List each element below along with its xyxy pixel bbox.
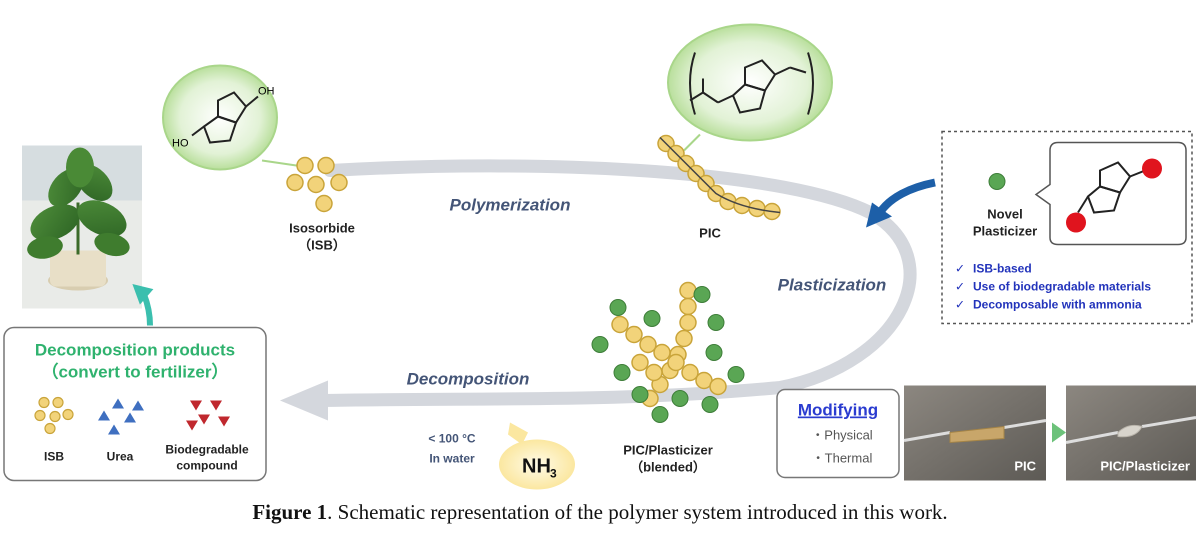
pic-photo: PIC <box>903 385 1047 481</box>
check-icon: ✓ <box>955 298 965 312</box>
decomposition-products-box: Decomposition products （convert to ferti… <box>3 326 267 482</box>
product-biodegradable-label-1: Biodegradable <box>165 443 249 457</box>
polymerization-label: Polymerization <box>450 196 571 215</box>
isb-abbrev-label: （ISB） <box>298 238 346 253</box>
check-icon: ✓ <box>955 280 965 294</box>
products-title-1: Decomposition products <box>35 341 235 360</box>
plasticizer-title-2: Plasticizer <box>973 224 1037 239</box>
oh-label: OH <box>258 86 275 98</box>
nh3-label: NH <box>522 456 551 478</box>
product-biodegradable-label-2: compound <box>176 459 237 473</box>
plasticizer-title-1: Novel <box>987 207 1022 222</box>
nh3-subscript: 3 <box>550 467 557 481</box>
feature-2: Use of biodegradable materials <box>973 280 1151 294</box>
ho-label: HO <box>172 138 189 150</box>
modifying-title: Modifying <box>798 401 878 420</box>
condition-temp: < 100 °C <box>428 432 475 446</box>
cycle-arrowhead <box>280 380 328 421</box>
product-urea-label: Urea <box>107 450 134 464</box>
modifying-box: Modifying ・Physical ・Thermal <box>776 388 900 479</box>
ammonia-bubble: NH 3 <box>499 422 575 490</box>
isosorbide-label: Isosorbide <box>289 221 355 236</box>
photo-pic-plasticizer-label: PIC/Plasticizer <box>1100 459 1190 474</box>
condition-medium: In water <box>429 452 475 466</box>
plant-photo <box>22 145 142 309</box>
caption-text: . Schematic representation of the polyme… <box>327 500 948 524</box>
biodegradable-product-icon <box>186 400 230 431</box>
teal-arrow <box>132 283 154 326</box>
isosorbide-bubble: OH HO <box>162 64 311 171</box>
isb-product-icon <box>34 396 74 435</box>
urea-product-icon <box>98 398 144 435</box>
feature-3: Decomposable with ammonia <box>973 298 1142 312</box>
caption-prefix: Figure 1 <box>252 500 328 524</box>
novel-plasticizer-box: Novel Plasticizer ✓ ISB-based ✓ Use of b… <box>941 130 1193 325</box>
pic-label: PIC <box>699 226 721 241</box>
figure-caption: Figure 1. Schematic representation of th… <box>0 500 1200 525</box>
photo-arrow <box>1052 422 1066 443</box>
cycle-arrow <box>313 159 917 407</box>
pic-plasticizer-photo: PIC/Plasticizer <box>1065 385 1197 481</box>
pic-structure-bubble <box>667 23 833 152</box>
check-icon: ✓ <box>955 262 965 276</box>
blended-structure <box>591 281 745 423</box>
feature-1: ISB-based <box>973 262 1032 276</box>
isb-beads <box>286 156 348 213</box>
modifying-thermal: ・Thermal <box>812 451 873 466</box>
blended-label: （blended） <box>630 460 706 475</box>
modifying-physical: ・Physical <box>811 428 873 443</box>
photo-pic-label: PIC <box>1014 459 1036 474</box>
plasticization-label: Plasticization <box>778 276 887 295</box>
decomposition-label: Decomposition <box>407 370 530 389</box>
products-title-2: （convert to fertilizer） <box>41 362 228 382</box>
product-isb-label: ISB <box>44 450 64 464</box>
pic-plasticizer-label: PIC/Plasticizer <box>623 443 713 458</box>
plasticizer-arrow <box>866 178 936 228</box>
